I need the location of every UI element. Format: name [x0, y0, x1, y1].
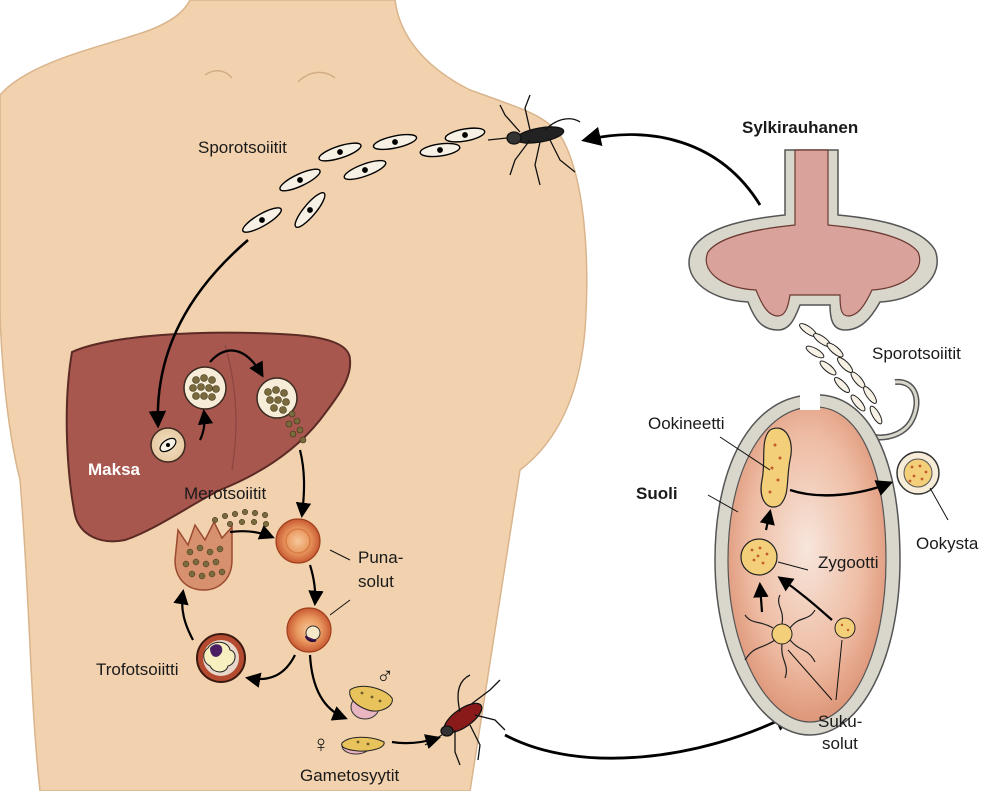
- label-merozoites: Merotsoiitit: [184, 484, 266, 503]
- hepatic-schizont: [184, 367, 226, 409]
- label-germ-cells-1: Suku-: [818, 712, 862, 731]
- red-blood-cell-1: [276, 519, 320, 563]
- female-symbol: ♀: [312, 732, 330, 758]
- label-liver: Maksa: [88, 460, 140, 479]
- label-oocyst: Ookysta: [916, 534, 978, 553]
- label-sporozoites-body: Sporotsoiitit: [198, 138, 287, 157]
- red-blood-cell-ring: [287, 608, 331, 652]
- label-red-cells-2: solut: [358, 572, 394, 591]
- infected-hepatocyte: [151, 428, 185, 462]
- label-gametocytes: Gametosyytit: [300, 766, 399, 785]
- salivary-gland: [689, 150, 937, 330]
- arrow-mosquito-to-gut: [505, 715, 790, 758]
- trophozoite-cell: [197, 634, 245, 682]
- label-red-cells-1: Puna-: [358, 548, 403, 567]
- arrow-gland-to-bite: [585, 135, 760, 205]
- zygote: [741, 539, 777, 575]
- label-trophozoite: Trofotsoiitti: [96, 660, 179, 679]
- label-ookinete: Ookineetti: [648, 414, 725, 433]
- male-symbol: ♂: [376, 664, 394, 690]
- oocyst: [897, 452, 939, 494]
- label-sporozoites-mosquito: Sporotsoiitit: [872, 344, 961, 363]
- label-gut: Suoli: [636, 484, 678, 503]
- label-salivary-gland: Sylkirauhanen: [742, 118, 858, 137]
- label-zygote: Zygootti: [818, 553, 878, 572]
- female-gamete: [835, 618, 855, 638]
- label-germ-cells-2: solut: [822, 734, 858, 753]
